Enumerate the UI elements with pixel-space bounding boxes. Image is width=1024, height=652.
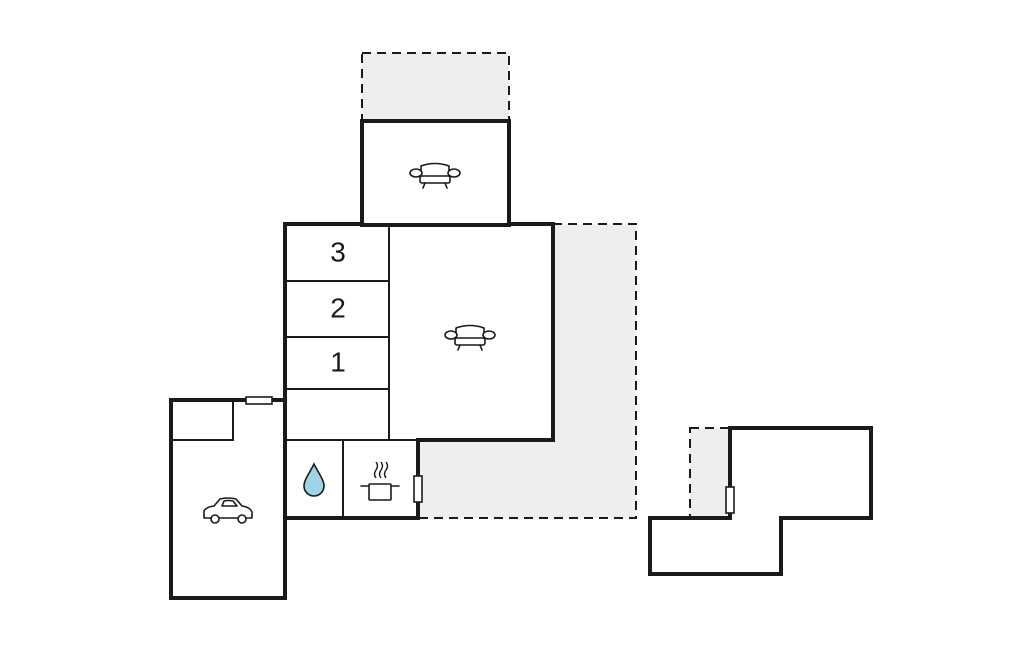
sofa-icon	[444, 324, 496, 351]
door-annex	[725, 486, 735, 514]
terrace-small	[689, 427, 731, 519]
bedroom-label-2: 2	[330, 292, 346, 323]
annex-walls	[648, 426, 873, 576]
bedroom-label-3: 3	[330, 236, 346, 267]
cooking-pot-icon	[360, 461, 400, 501]
car-icon	[203, 497, 253, 524]
living-room-top	[360, 119, 511, 227]
terrace-l-shape	[417, 223, 637, 519]
terrace-top	[361, 52, 510, 122]
garage-storage	[171, 400, 234, 441]
door-garage	[245, 396, 273, 405]
bedroom-label-1: 1	[330, 346, 346, 377]
water-drop-icon	[303, 462, 325, 497]
door-kitchen	[413, 475, 423, 503]
sofa-icon	[409, 162, 461, 189]
garage	[169, 398, 287, 600]
